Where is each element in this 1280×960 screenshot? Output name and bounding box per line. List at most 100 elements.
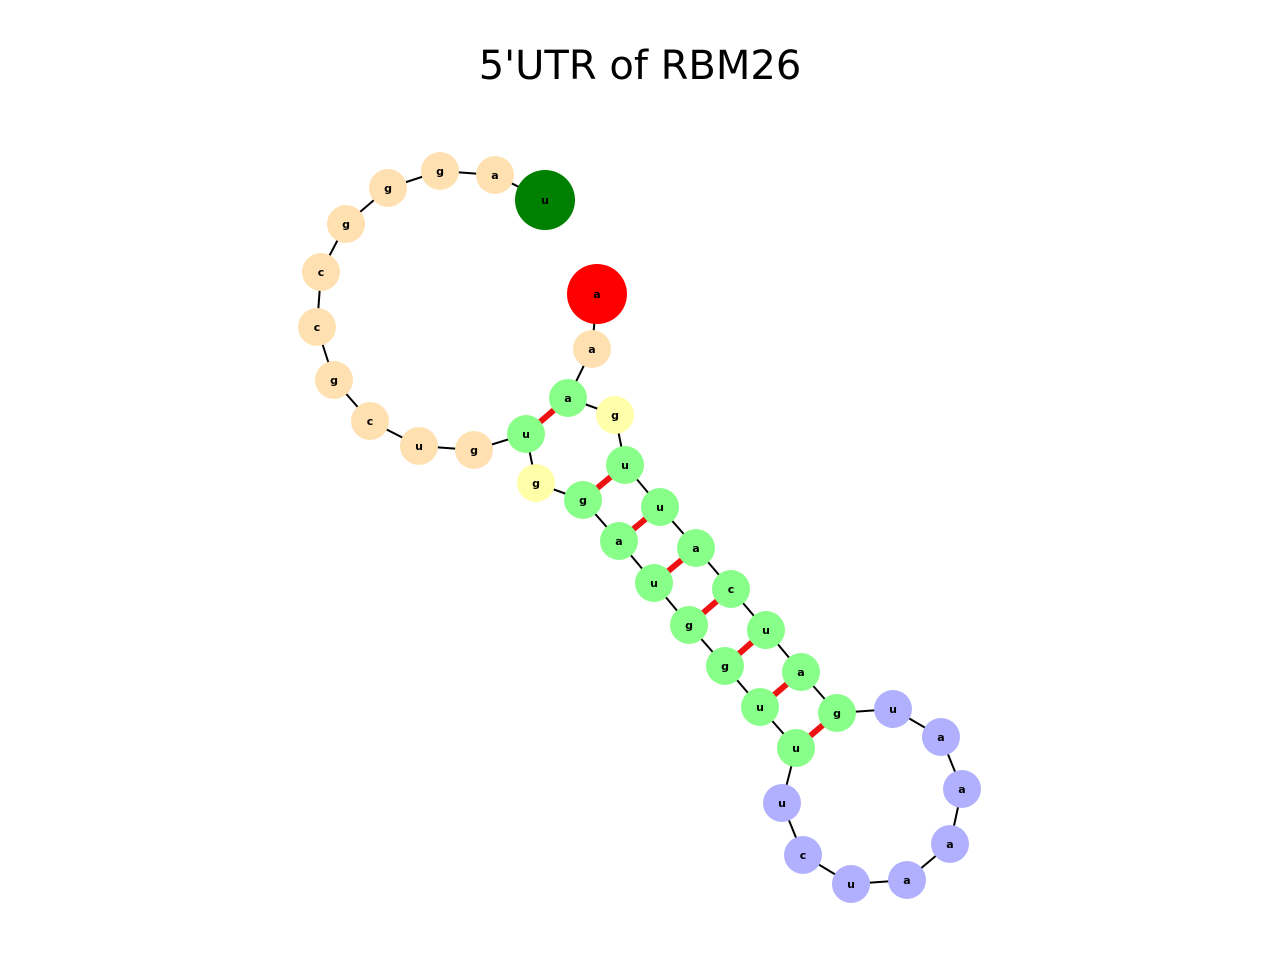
nucleotide-label: a [593,288,600,301]
nucleotide-circle [600,522,638,560]
nucleotide-node: g [369,169,407,207]
nucleotide-label: g [342,218,350,231]
nucleotide-node: g [421,152,459,190]
nucleotide-label: a [946,838,953,851]
nucleotide-node: a [888,861,926,899]
nucleotide-label: u [621,459,629,472]
nucleotide-circle [777,729,815,767]
nucleotide-node: c [302,253,340,291]
nucleotide-node: g [564,481,602,519]
nucleotide-label: u [656,501,664,514]
nucleotide-node: u [874,690,912,728]
nucleotide-circle [931,825,969,863]
nucleotide-label: u [847,878,855,891]
nucleotide-label: g [685,619,693,632]
nucleotide-label: u [762,624,770,637]
nucleotide-node: c [351,402,389,440]
nucleotide-label: g [470,444,478,457]
nucleotide-node: a [943,770,981,808]
nucleotide-node: u [400,427,438,465]
nucleotide-circle [421,152,459,190]
nucleotide-label: g [532,477,540,490]
nucleotide-circle [606,446,644,484]
nucleotide-label: c [728,583,735,596]
nucleotide-label: u [650,577,658,590]
nucleotide-label: g [721,660,729,673]
nucleotide-node: a [476,156,514,194]
nucleotide-circle [712,570,750,608]
nucleotide-node: a [600,522,638,560]
nucleotide-circle [784,836,822,874]
nucleotide-node: u [507,415,545,453]
nucleotide-circle [677,529,715,567]
nucleotide-label: a [937,731,944,744]
nucleotide-circle [567,264,627,324]
nucleotide-node: u [606,446,644,484]
nucleotide-circle [298,308,336,346]
nucleotide-circle [351,402,389,440]
nucleotide-label: c [318,266,325,279]
nucleotide-circle [327,205,365,243]
nucleotide-node: g [455,431,493,469]
nucleotide-label: a [564,392,571,405]
nucleotide-node: u [641,488,679,526]
nucleotide-circle [507,415,545,453]
nucleotide-circle [832,865,870,903]
nucleotide-label: g [579,494,587,507]
nucleotide-node: g [517,464,555,502]
nucleotide-label: c [314,321,321,334]
nucleotide-circle [943,770,981,808]
nucleotide-circle [476,156,514,194]
nucleotide-circle [747,611,785,649]
nucleotide-node: g [327,205,365,243]
nucleotide-label: a [903,874,910,887]
nucleotide-node: g [315,361,353,399]
base-pair-edges [524,395,839,751]
nucleotide-circle [515,170,575,230]
nucleotide-label: u [541,194,549,207]
nucleotide-node: a [677,529,715,567]
nucleotide-circle [670,606,708,644]
nucleotide-label: c [367,415,374,428]
nucleotide-circle [400,427,438,465]
nucleotide-label: a [958,783,965,796]
nucleotide-node: u [741,688,779,726]
nucleotide-node: g [670,606,708,644]
nucleotide-circle [635,564,673,602]
nucleotide-node: a [922,718,960,756]
nucleotide-circle [596,396,634,434]
nucleotide-node: u [832,865,870,903]
nucleotide-node: c [712,570,750,608]
nucleotide-circle [922,718,960,756]
nucleotide-circle [369,169,407,207]
nucleotide-label: a [588,343,595,356]
nucleotide-node: a [573,330,611,368]
nucleotide-circle [302,253,340,291]
nucleotide-label: c [800,849,807,862]
nucleotide-label: a [692,542,699,555]
nucleotide-label: u [889,703,897,716]
nucleotide-node: a [549,379,587,417]
nucleotide-node: u [747,611,785,649]
nucleotide-node: a [931,825,969,863]
nucleotide-circle [564,481,602,519]
nucleotide-label: a [615,535,622,548]
nucleotide-circle [517,464,555,502]
nucleotide-node: c [298,308,336,346]
nucleotide-label: a [797,666,804,679]
nucleotide-node: u [515,170,575,230]
nucleotide-circle [888,861,926,899]
nucleotide-circle [573,330,611,368]
nucleotide-node: u [635,564,673,602]
nucleotide-circle [741,688,779,726]
nucleotide-label: u [778,797,786,810]
nucleotide-node: g [596,396,634,434]
nucleotide-circle [641,488,679,526]
nucleotide-label: a [491,169,498,182]
page-title: 5'UTR of RBM26 [478,43,802,89]
nucleotide-node: a [567,264,627,324]
nucleotide-label: g [833,707,841,720]
nucleotide-label: g [436,165,444,178]
